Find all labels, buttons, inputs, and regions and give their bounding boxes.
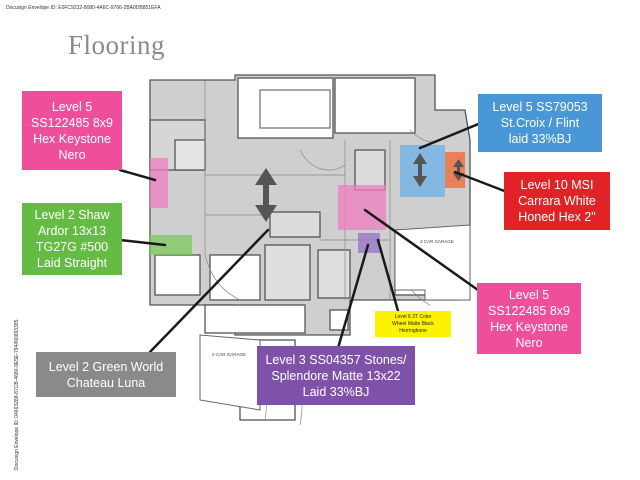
callout-line: Chateau Luna [66,375,146,390]
callout-level2-shaw-ardor: Level 2 Shaw Ardor 13x13 TG27G #500 Laid… [22,203,122,275]
zone-pink-left [150,158,168,208]
page-title: Flooring [68,30,166,60]
callout-line: Level 10 MSI [520,178,594,192]
callout-level5-hex-nero-bottom: Level 5 SS122485 8x9 Hex Keystone Nero [477,283,581,354]
zone-red [445,152,465,188]
callout-line: SS122485 8x9 [487,303,570,318]
garage-right-label: 3 CAR GARAGE [420,239,454,244]
garage-bottom-label: 2-CAR GARAGE [212,352,246,357]
callout-line: Level 5 SS79053 [492,100,588,114]
callout-line: Wheel Matte Black [392,320,434,327]
zone-pink-center [338,185,386,230]
callout-line: Level 5 [508,287,550,302]
callout-line: Nero [515,335,543,350]
callout-line: Level 2 Green World [48,359,164,374]
callout-level10-carrara: Level 10 MSI Carrara White Honed Hex 2" [504,172,610,230]
callout-line: Level 3 SS04357 Stones/ [265,352,407,367]
callout-line: Honed Hex 2" [518,210,596,224]
callout-line: Herringbone [399,327,427,334]
zone-green [150,235,192,255]
callout-line: Hex Keystone [490,319,568,334]
direction-arrow-blue [413,153,427,187]
callout-line: TG27G #500 [35,240,109,254]
callout-line: laid 33%BJ [508,132,572,146]
callout-level5-st-croix: Level 5 SS79053 St.Croix / Flint laid 33… [478,94,602,152]
callout-line: Carrara White [518,194,596,208]
callout-line: Level 2 Shaw [34,208,110,222]
callout-line: St.Croix / Flint [500,116,580,130]
zone-blue [400,145,445,197]
callout-line: Nero [58,147,86,162]
docusign-envelope-id: Docusign Envelope ID: E0FC9232-8080-4A6C… [6,5,161,11]
callout-level2-chateau-luna: Level 2 Green World Chateau Luna [36,352,176,397]
callout-line: Ardor 13x13 [37,224,107,238]
callout-line: Laid 33%BJ [302,384,370,399]
zone-purple [358,233,380,253]
callout-level6-herringbone: Level 6 3T Color Wheel Matte Black Herri… [375,311,451,337]
callout-level3-splendore: Level 3 SS04357 Stones/ Splendore Matte … [257,346,415,405]
callout-level5-hex-nero-top: Level 5 SS122485 8x9 Hex Keystone Nero [22,91,122,170]
callout-line: Laid Straight [36,256,108,270]
callout-line: SS122485 8x9 [30,115,113,130]
callout-line: Hex Keystone [33,131,111,146]
callout-line: Splendore Matte 13x22 [271,368,401,383]
callout-line: Level 6 3T Color [394,313,432,320]
direction-arrow-main [255,168,277,222]
callout-line: Level 5 [51,99,93,114]
